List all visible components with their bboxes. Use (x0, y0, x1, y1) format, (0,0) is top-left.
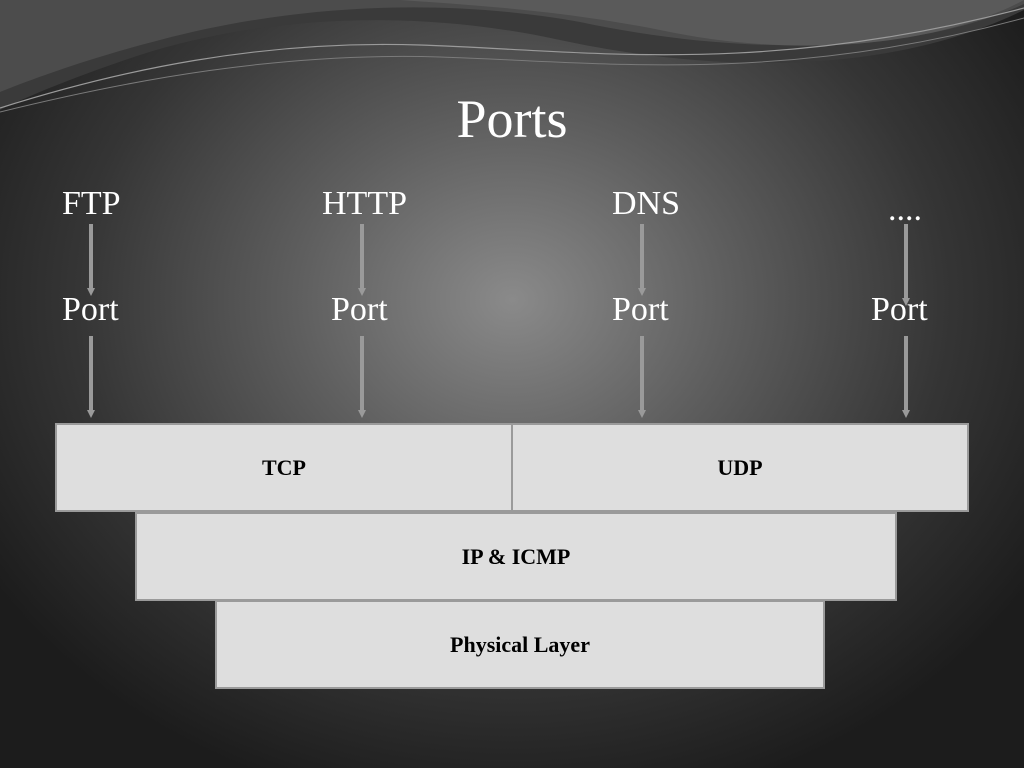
port-label-ftp: Port (62, 291, 119, 328)
protocol-label-more: .... (888, 191, 922, 228)
port-label-dns: Port (612, 291, 669, 328)
ip-icmp-label: IP & ICMP (461, 543, 571, 569)
udp-box: UDP (511, 423, 969, 512)
tcp-label: TCP (262, 454, 306, 480)
port-label-http: Port (331, 291, 388, 328)
udp-label: UDP (717, 454, 763, 480)
physical-layer-box: Physical Layer (215, 600, 825, 689)
protocol-label-http: HTTP (322, 185, 407, 222)
ip-icmp-box: IP & ICMP (135, 512, 897, 601)
protocol-label-ftp: FTP (62, 185, 121, 222)
tcp-box: TCP (55, 423, 513, 512)
decorative-wave-header (0, 0, 1024, 113)
slide-title: Ports (456, 89, 568, 149)
port-label-more: Port (871, 291, 928, 328)
protocol-label-dns: DNS (612, 185, 681, 222)
physical-layer-label: Physical Layer (450, 631, 590, 657)
